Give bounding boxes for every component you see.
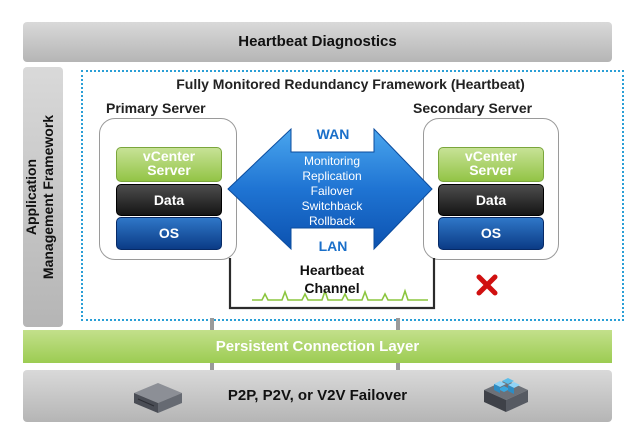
heartbeat-label-line2: Channel bbox=[304, 280, 360, 296]
primary-os-chip: OS bbox=[116, 217, 222, 250]
primary-vcenter-chip: vCenter Server bbox=[116, 147, 222, 182]
secondary-vcenter-line2: Server bbox=[469, 162, 513, 178]
secondary-os-label: OS bbox=[480, 225, 502, 241]
arrow-function-list: Monitoring Replication Failover Switchba… bbox=[282, 154, 382, 229]
rollback-label: Rollback bbox=[308, 214, 356, 228]
virtual-machine-icon bbox=[484, 378, 528, 412]
primary-vcenter-line1: vCenter bbox=[142, 148, 196, 164]
framework-title: Fully Monitored Redundancy Framework (He… bbox=[176, 76, 525, 92]
switchback-label: Switchback bbox=[301, 199, 363, 213]
primary-server-label: Primary Server bbox=[106, 100, 206, 116]
persistent-connection-layer: Persistent Connection Layer bbox=[23, 330, 612, 363]
heartbeat-label-line1: Heartbeat bbox=[299, 262, 365, 278]
wan-label: WAN bbox=[316, 126, 350, 142]
primary-server-box: vCenter Server Data OS bbox=[99, 118, 237, 260]
failure-x-icon bbox=[476, 274, 498, 296]
primary-vcenter-line2: Server bbox=[147, 162, 191, 178]
lan-label: LAN bbox=[318, 238, 348, 254]
failover-label: P2P, P2V, or V2V Failover bbox=[227, 387, 408, 404]
replication-label: Replication bbox=[302, 169, 362, 183]
heartbeat-channel-label: Heartbeat Channel bbox=[290, 261, 374, 297]
failover-label: Failover bbox=[310, 184, 354, 198]
primary-data-chip: Data bbox=[116, 184, 222, 216]
persistent-connection-label: Persistent Connection Layer bbox=[215, 338, 420, 355]
heartbeat-diagnostics-bar: Heartbeat Diagnostics bbox=[23, 22, 612, 62]
secondary-data-label: Data bbox=[475, 192, 507, 208]
secondary-server-box: vCenter Server Data OS bbox=[423, 118, 559, 260]
primary-data-label: Data bbox=[153, 192, 185, 208]
redundancy-framework-box bbox=[81, 70, 624, 321]
monitoring-label: Monitoring bbox=[303, 154, 361, 168]
application-management-panel: Application Management Framework bbox=[23, 67, 63, 327]
secondary-vcenter-line1: vCenter bbox=[464, 148, 518, 164]
heartbeat-diagnostics-title: Heartbeat Diagnostics bbox=[238, 33, 397, 50]
secondary-os-chip: OS bbox=[438, 217, 544, 250]
physical-server-icon bbox=[134, 383, 182, 413]
secondary-server-label: Secondary Server bbox=[413, 100, 533, 116]
secondary-vcenter-chip: vCenter Server bbox=[438, 147, 544, 182]
primary-os-label: OS bbox=[158, 225, 180, 241]
secondary-data-chip: Data bbox=[438, 184, 544, 216]
